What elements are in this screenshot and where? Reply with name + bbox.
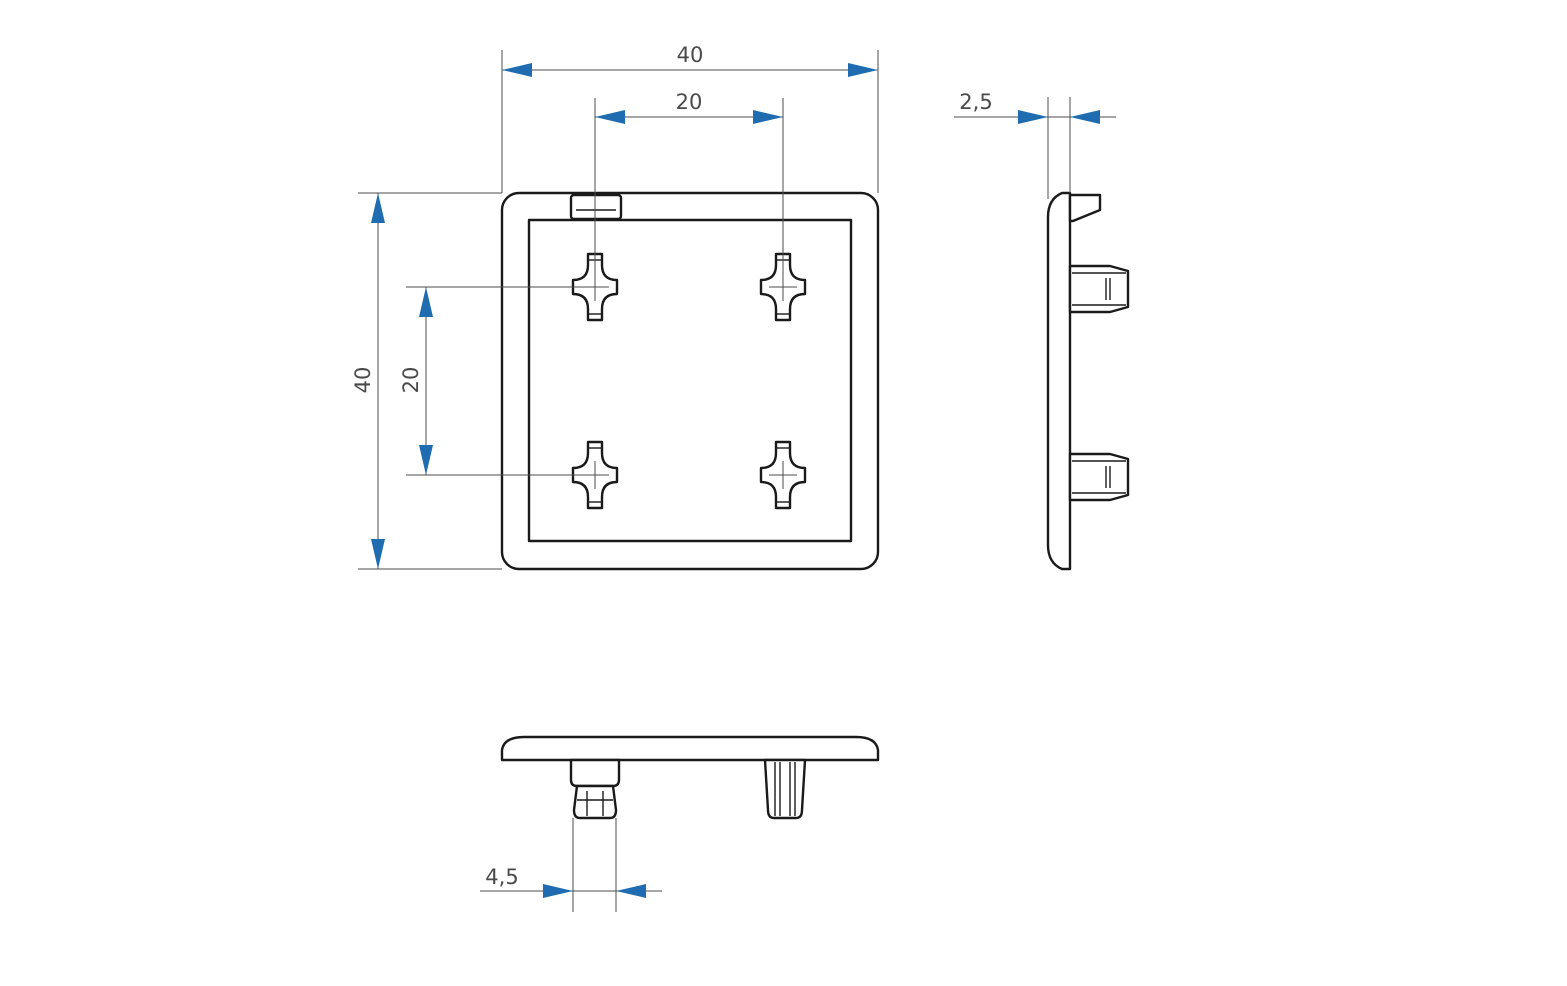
front-view xyxy=(500,191,880,571)
dimension-bottom-pin-width: 4,5 xyxy=(480,818,662,912)
arrow-head xyxy=(753,110,783,124)
arrow-head xyxy=(419,287,433,317)
side-top-tab xyxy=(1068,193,1102,223)
front-inner-recess xyxy=(527,218,853,543)
dimension-label: 20 xyxy=(676,90,703,114)
dimension-label: 40 xyxy=(351,367,375,394)
arrow-head xyxy=(419,445,433,475)
arrow-head xyxy=(595,110,625,124)
side-plate xyxy=(1046,191,1072,571)
front-top-tab xyxy=(569,193,623,221)
bottom-right-pin xyxy=(763,758,807,820)
bottom-plate xyxy=(500,735,880,762)
dimension-top-width: 40 xyxy=(501,43,879,193)
dimension-label: 2,5 xyxy=(959,90,992,114)
bottom-view xyxy=(500,735,880,820)
arrow-head xyxy=(616,884,646,898)
arrow-head xyxy=(371,539,385,569)
dimension-label: 20 xyxy=(399,367,423,394)
dimension-left-height: 40 xyxy=(351,192,502,570)
dimension-label: 4,5 xyxy=(485,865,518,889)
arrow-head xyxy=(543,884,573,898)
arrow-head xyxy=(371,193,385,223)
arrow-head xyxy=(1018,110,1048,124)
cross-slot-bottom-right xyxy=(759,440,807,510)
arrow-head xyxy=(848,63,878,77)
bottom-left-pin xyxy=(569,758,621,820)
arrow-head xyxy=(502,63,532,77)
dimension-top-hole-spacing: 20 xyxy=(594,90,784,287)
dimension-label: 40 xyxy=(677,43,704,67)
arrow-head xyxy=(1070,110,1100,124)
side-upper-pin xyxy=(1068,264,1130,314)
side-lower-pin xyxy=(1068,452,1130,502)
dimension-left-hole-spacing: 20 xyxy=(399,286,595,476)
dimension-side-thickness: 2,5 xyxy=(954,90,1116,199)
side-view xyxy=(1046,191,1130,571)
